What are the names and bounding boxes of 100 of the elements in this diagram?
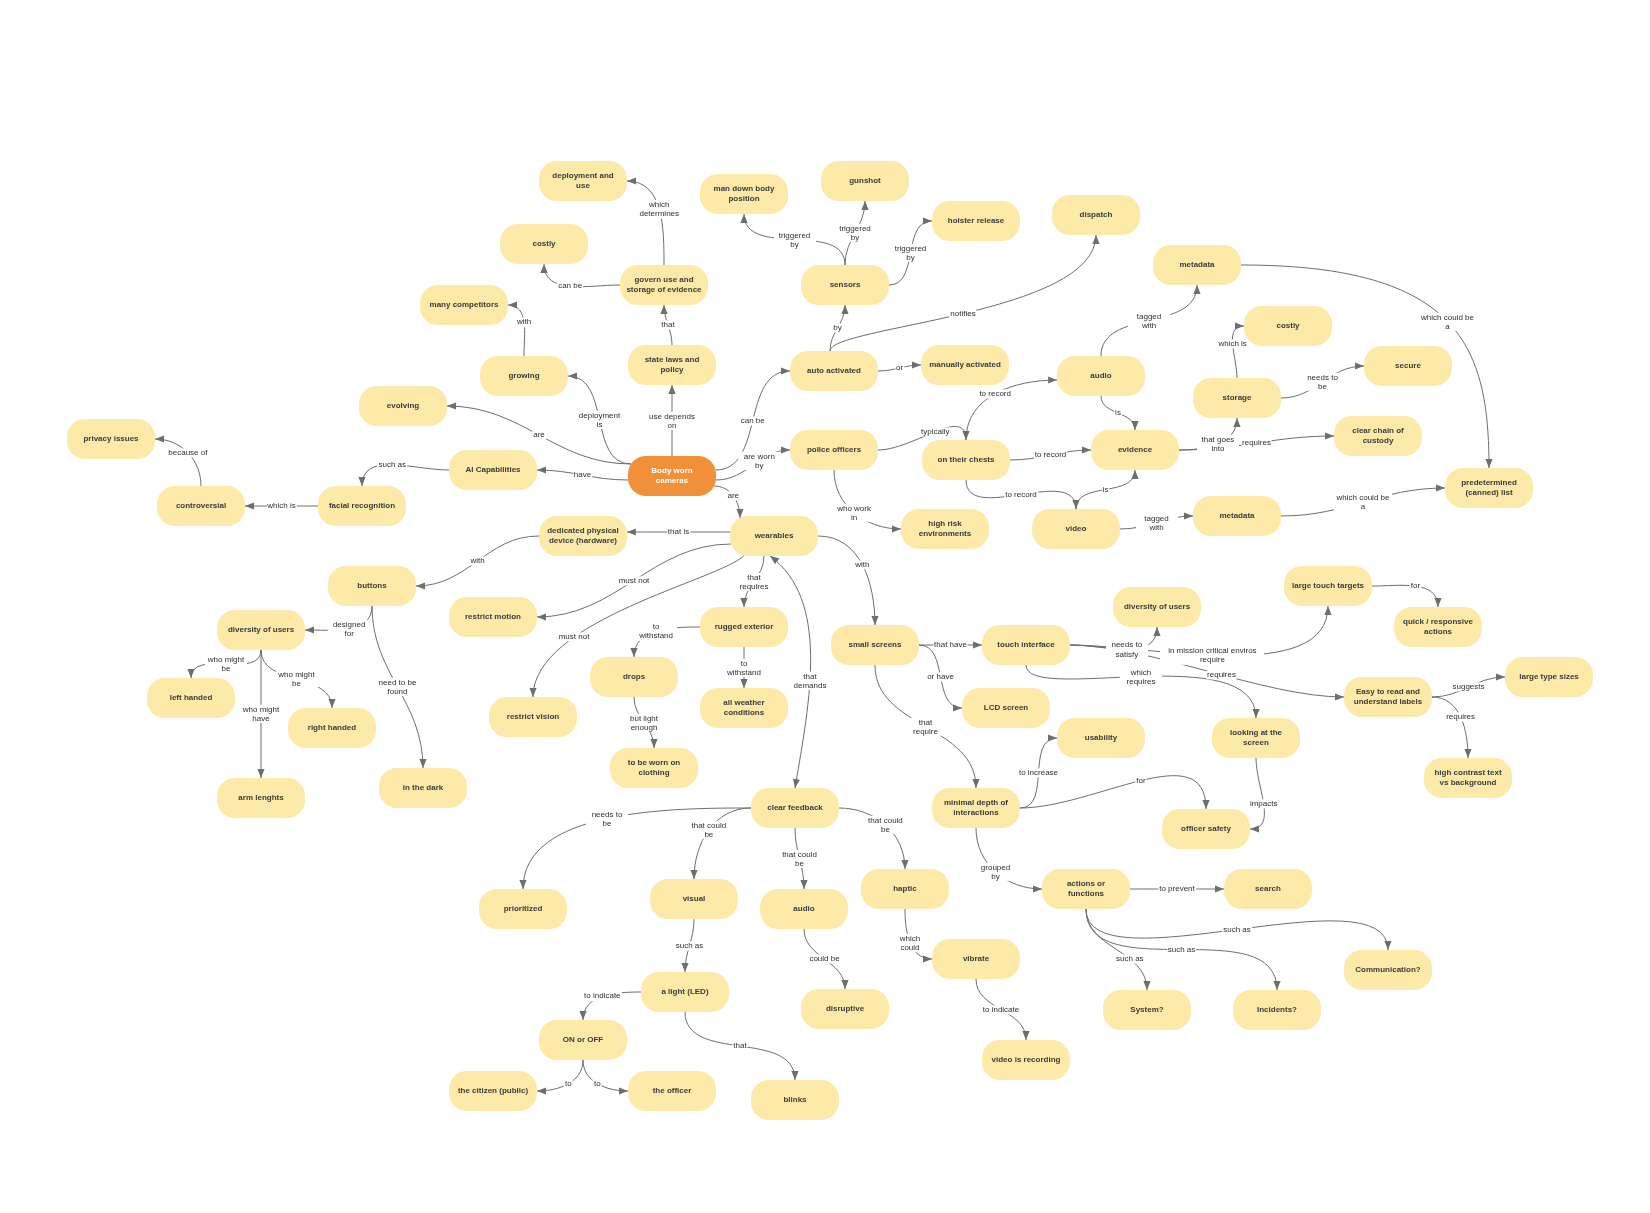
edge-label: typically: [920, 427, 951, 437]
edge-label: have: [572, 470, 593, 480]
edge-label: to prevent: [1158, 884, 1196, 894]
arrow: [684, 1011, 797, 1081]
edge-label: impacts: [1248, 799, 1279, 809]
arrow: [507, 302, 526, 357]
arrow: [918, 644, 963, 710]
edge-label: to indicate: [981, 1004, 1021, 1015]
concept-node: storage: [1193, 378, 1281, 418]
concept-node: predetermined (canned) list: [1445, 468, 1533, 508]
concept-node: Easy to read and understand labels: [1344, 677, 1432, 717]
concept-node: rugged exterior: [700, 607, 788, 647]
edge-label: which could be a: [1418, 312, 1477, 331]
arrow: [415, 535, 540, 589]
arrow: [531, 555, 745, 698]
concept-node: state laws and policy: [628, 345, 716, 385]
concept-node: prioritized: [479, 889, 567, 929]
edge-label: to indicate: [583, 991, 622, 1001]
concept-node: controversial: [157, 486, 245, 526]
edge-label: to record: [978, 389, 1012, 399]
edge-label: must not: [617, 575, 651, 586]
concept-node: right handed: [288, 708, 376, 748]
concept-node: on their chests: [922, 440, 1010, 480]
edge-label: can be: [557, 281, 584, 291]
edge-label: who might have: [240, 704, 282, 724]
edge-label: such as: [1115, 954, 1145, 964]
edge-label: tagged with: [1135, 513, 1178, 532]
arrow: [154, 436, 202, 487]
concept-node: buttons: [328, 566, 416, 606]
edge-label: for: [1409, 581, 1422, 591]
concept-node: clear chain of custody: [1334, 416, 1422, 456]
edge-label: is: [1101, 484, 1110, 495]
edge-label: to: [592, 1079, 602, 1089]
edge-label: for: [1135, 776, 1147, 786]
concept-node: holster release: [932, 201, 1020, 241]
edge-label: need to be found: [376, 677, 419, 697]
edge-label: suggests: [1451, 682, 1486, 692]
arrow: [1371, 584, 1441, 608]
concept-node: facial recognition: [318, 486, 406, 526]
concept-node: left handed: [147, 678, 235, 718]
edge-label: which determines: [638, 200, 681, 219]
edge-label: such as: [1166, 944, 1197, 955]
concept-node: search: [1224, 869, 1312, 909]
concept-node: high risk environments: [901, 509, 989, 549]
concept-node: costly: [500, 224, 588, 264]
edge-label: in mission critical enviros require: [1160, 645, 1265, 665]
edge-label: are: [532, 430, 546, 440]
edge-label: to: [564, 1079, 573, 1089]
edge-label: requires: [1445, 712, 1477, 722]
concept-node: to be worn on clothing: [610, 748, 698, 788]
concept-node: audio: [760, 889, 848, 929]
concept-node: blinks: [751, 1080, 839, 1120]
edge-label: triggered by: [773, 230, 816, 249]
arrow: [877, 361, 922, 372]
concept-node: dispatch: [1052, 195, 1140, 235]
concept-node: minimal depth of interactions: [932, 788, 1020, 828]
arrow: [1231, 323, 1245, 379]
concept-node: a light (LED): [641, 972, 729, 1012]
arrow: [817, 535, 879, 626]
concept-node: Incidents?: [1233, 990, 1321, 1030]
edge-label: designed for: [328, 619, 371, 638]
arrow: [829, 234, 1098, 352]
edge-label: that goes into: [1196, 434, 1239, 454]
concept-node: metadata: [1153, 245, 1241, 285]
edge-label: by: [832, 323, 843, 333]
concept-node: drops: [590, 657, 678, 697]
concept-node: evidence: [1091, 430, 1179, 470]
edge-label: to record: [1033, 450, 1068, 460]
concept-node: vibrate: [932, 939, 1020, 979]
edge-label: that: [732, 1041, 748, 1051]
concept-node: privacy issues: [67, 419, 155, 459]
concept-node: large type sizes: [1505, 657, 1593, 697]
edge-label: which is: [266, 501, 297, 511]
edge-label: or have: [926, 671, 955, 682]
edge-label: can be: [739, 415, 766, 426]
edge-label: with: [854, 560, 871, 570]
concept-node: restrict vision: [489, 697, 577, 737]
arrow: [1249, 757, 1265, 832]
concept-node: many competitors: [420, 285, 508, 325]
edge-label: are: [726, 491, 740, 501]
concept-node: all weather conditions: [700, 688, 788, 728]
concept-node: touch interface: [982, 625, 1070, 665]
edge-label: use depends on: [646, 411, 698, 430]
edge-label: to record: [1004, 489, 1038, 500]
arrow: [1019, 775, 1209, 810]
concept-node: deployment and use: [539, 161, 627, 201]
arrow: [769, 555, 812, 789]
edge-label: needs to be: [586, 809, 628, 828]
concept-node: the officer: [628, 1071, 716, 1111]
concept-node: actions or functions: [1042, 869, 1130, 909]
arrow: [1240, 264, 1493, 469]
concept-node: diversity of users: [1113, 587, 1201, 627]
arrow: [446, 402, 632, 465]
edge-label: tagged with: [1128, 311, 1170, 330]
concept-node: haptic: [861, 869, 949, 909]
concept-node: Communication?: [1344, 950, 1432, 990]
concept-node: usability: [1057, 718, 1145, 758]
edge-label: needs to satisfy: [1105, 640, 1148, 659]
edge-label: with: [469, 556, 486, 566]
arrow: [1431, 696, 1472, 759]
